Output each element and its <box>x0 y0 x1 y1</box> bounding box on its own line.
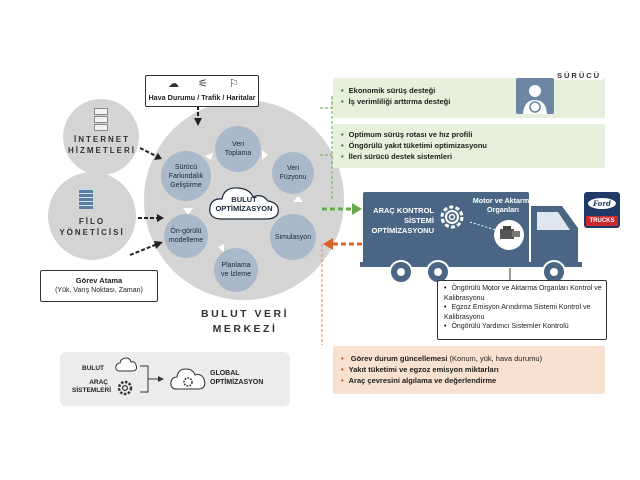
node-data-fusion: Veri Füzyonu <box>272 152 314 194</box>
node-data-collection-label: Veri Toplama <box>224 141 252 157</box>
node-driver-awareness: Sürücü Farkındalık Geliştirme <box>161 151 211 201</box>
truck-control-line3: OPTİMİZASYONU <box>371 226 434 235</box>
legend-global-line2: OPTİMİZASYON <box>210 379 264 386</box>
cloud-title-line2: OPTİMİZASYON <box>215 204 273 213</box>
legend-cloud-label: BULUT <box>82 365 105 372</box>
weather-label: Hava Durumu / Trafik / Haritalar <box>148 93 256 102</box>
feedback-status-rest: (Konum, yük, hava durumu) <box>447 354 543 363</box>
weather-box: ☁ ⚟ ⚐ Hava Durumu / Trafik / Haritalar <box>145 75 259 107</box>
building-icon <box>79 189 93 209</box>
ford-logo-oval: Ford <box>587 197 617 210</box>
node-simulation-label: Simulasyon <box>274 233 312 241</box>
trucks-text: TRUCKS <box>589 218 615 224</box>
cloud-optimization-title: BULUT OPTİMİZASYON <box>204 195 284 213</box>
truck-control-line1: ARAÇ KONTROL <box>373 206 434 215</box>
legend-gear-icon <box>117 380 133 396</box>
truck-control-line2: SİSTEMİ <box>403 216 434 225</box>
ford-trucks-bar: TRUCKS <box>586 216 618 226</box>
truck-engine-label: Motor ve Aktarma Organları <box>468 196 538 214</box>
cloud-title-line1: BULUT <box>231 195 257 204</box>
internet-label-line1: İNTERNET <box>74 135 130 144</box>
truck-engine-line2: Organları <box>487 205 519 214</box>
internet-label-line2: HİZMETLERİ <box>68 146 136 155</box>
task-title: Görev Atama <box>75 276 123 285</box>
driver-item-efficiency: İş verimliliği arttırma desteği <box>341 96 451 107</box>
task-assignment-box: Görev Atama (Yük, Varış Noktası, Zaman) <box>40 270 158 302</box>
vehicle-feedback-box: Görev durum güncellemesi (Konum, yük, ha… <box>333 346 605 394</box>
route-item-optimum: Optimum sürüş rotası ve hız profili <box>341 129 487 140</box>
truck-control-label: ARAÇ KONTROL SİSTEMİ OPTİMİZASYONU <box>368 206 434 236</box>
driver-avatar <box>516 78 554 114</box>
internet-label: İNTERNET HİZMETLERİ <box>62 134 142 156</box>
driver-support-box: Ekonomik sürüş desteği İş verimliliği ar… <box>333 78 605 118</box>
feedback-item-environment: Araç çevresini algılama ve değerlendirme <box>341 375 542 386</box>
node-planning: Planlama ve İzleme <box>214 248 258 292</box>
node-driver-awareness-label: Sürücü Farkındalık Geliştirme <box>168 163 204 189</box>
signpost-icon: ⚐ <box>229 78 239 90</box>
server-icon <box>94 108 108 131</box>
traffic-light-icon: ⚟ <box>198 78 208 90</box>
node-predictive-modeling: Ön-görülü modelleme <box>164 214 208 258</box>
truck-graphic <box>360 192 582 284</box>
engine-icon <box>500 226 520 239</box>
data-center-line1: BULUT VERİ <box>201 308 289 320</box>
data-center-label: BULUT VERİ MERKEZİ <box>180 307 310 337</box>
legend-global-label: GLOBAL OPTİMİZASYON <box>210 369 263 387</box>
node-planning-label: Planlama ve İzleme <box>221 262 251 278</box>
node-simulation: Simulasyon <box>270 214 316 260</box>
internet-circle <box>63 99 139 175</box>
node-predictive-modeling-label: Ön-görülü modelleme <box>168 228 204 244</box>
fleet-label-line1: FİLO <box>78 217 106 226</box>
gear-icon <box>440 205 464 229</box>
legend-box: BULUT ARAÇ SİSTEMLERİ GLOBAL OPTİMİZASYO… <box>60 352 290 406</box>
legend-vehicle-line1: ARAÇ <box>89 379 108 386</box>
driver-item-eco: Ekonomik sürüş desteği <box>341 85 450 96</box>
feedback-status-bold: Görev durum güncellemesi <box>350 354 448 363</box>
control-item-emission: Egzoz Emisyon Arındırma Sistemi Kontrol … <box>444 303 604 322</box>
legend-vehicle-line2: SİSTEMLERİ <box>72 387 112 394</box>
driver-label: SÜRÜCÜ <box>555 71 604 80</box>
legend-cloud-icon <box>114 357 138 373</box>
control-calibration-box: Öngörülü Motor ve Aktarma Organları Kont… <box>437 280 607 340</box>
control-item-auxiliary: Öngörülü Yardımcı Sistemler Kontrolü <box>444 322 604 332</box>
ford-logo-text: Ford <box>593 199 611 208</box>
node-data-fusion-label: Veri Füzyonu <box>279 165 307 181</box>
fleet-circle <box>48 172 136 260</box>
task-subtitle: (Yük, Varış Noktası, Zaman) <box>55 287 143 294</box>
route-item-fuel: Öngörülü yakıt tüketimi optimizasyonu <box>341 140 487 151</box>
fleet-label: FİLO YÖNETİCİSİ <box>48 216 136 238</box>
fleet-label-line2: YÖNETİCİSİ <box>59 228 125 237</box>
node-data-collection: Veri Toplama <box>215 126 261 172</box>
ford-trucks-logo: Ford TRUCKS <box>584 192 620 228</box>
legend-global-cloud-icon <box>168 364 208 392</box>
feedback-item-status: Görev durum güncellemesi (Konum, yük, ha… <box>341 353 542 364</box>
feedback-item-fuel: Yakıt tüketimi ve egzoz emisyon miktarla… <box>341 364 542 375</box>
route-optimization-box: Optimum sürüş rotası ve hız profili Öngö… <box>333 124 605 168</box>
route-item-adas: İleri sürücü destek sistemleri <box>341 151 487 162</box>
rain-cloud-icon: ☁ <box>168 78 179 90</box>
legend-global-line1: GLOBAL <box>210 370 240 377</box>
cloud-optimization-icon: BULUT OPTİMİZASYON <box>204 183 284 223</box>
data-center-line2: MERKEZİ <box>212 323 278 335</box>
control-item-powertrain: Öngörülü Motor ve Aktarma Organları Kont… <box>444 284 604 303</box>
truck-engine-line1: Motor ve Aktarma <box>472 196 534 205</box>
legend-vehicle-label: ARAÇ SİSTEMLERİ <box>72 379 112 395</box>
